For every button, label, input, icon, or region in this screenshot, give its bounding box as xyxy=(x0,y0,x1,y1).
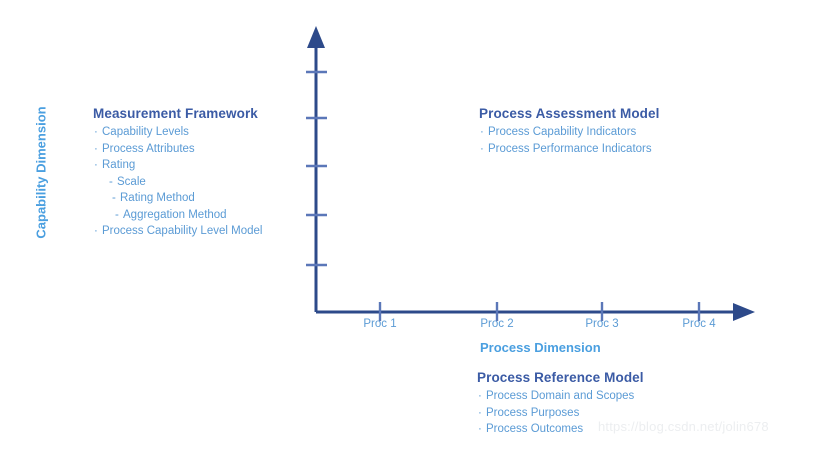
list-item-label: Process Outcomes xyxy=(486,423,584,435)
list-item: · Process Capability Indicators xyxy=(479,124,659,141)
list-item: · Capability Levels xyxy=(93,124,262,141)
watermark: https://blog.csdn.net/jolin678 xyxy=(598,419,769,434)
bullet-mark: - xyxy=(112,192,116,204)
bullet-mark: - xyxy=(115,208,119,221)
list-item-label: Process Capability Level Model xyxy=(102,225,263,237)
bullet-mark: · xyxy=(94,126,98,138)
list-item: · Rating xyxy=(93,157,262,174)
list-item-label: Process Capability Indicators xyxy=(488,126,637,138)
measurement-framework-block: Measurement Framework · Capability Levels… xyxy=(93,106,262,240)
y-axis-arrowhead xyxy=(307,26,325,48)
process-assessment-model-title: Process Assessment Model xyxy=(479,106,660,121)
list-item: · Process Performance Indicators xyxy=(479,141,659,158)
bullet-mark: · xyxy=(94,159,98,171)
list-item-label: Capability Levels xyxy=(102,126,189,138)
list-item: -Aggregation Method xyxy=(93,207,262,224)
x-tick-label-proc-2: Proc 2 xyxy=(480,318,514,330)
bullet-mark: · xyxy=(478,406,482,419)
list-item-label: Process Domain and Scopes xyxy=(486,390,635,402)
list-item-label: Process Performance Indicators xyxy=(488,142,652,155)
process-reference-model-block: Process Reference Model · Process Domain … xyxy=(477,370,644,438)
list-item: · Process Outcomes xyxy=(477,421,644,438)
list-item: -Rating Method xyxy=(93,190,262,207)
bullet-mark: · xyxy=(480,126,484,138)
list-item: · Process Domain and Scopes xyxy=(477,388,644,405)
x-tick-label-proc-4: Proc 4 xyxy=(682,318,716,330)
bullet-mark: · xyxy=(94,225,98,237)
bullet-mark: · xyxy=(94,142,98,155)
bullet-mark: · xyxy=(478,423,482,435)
list-item: · Process Capability Level Model xyxy=(93,223,262,240)
x-tick-label-proc-1: Proc 1 xyxy=(363,318,397,330)
list-item-label: Rating Method xyxy=(120,192,195,204)
y-axis-title: Capability Dimension xyxy=(33,106,49,239)
x-axis-arrowhead xyxy=(733,303,755,321)
bullet-mark: - xyxy=(109,175,113,188)
list-item-label: Aggregation Method xyxy=(123,208,227,221)
x-axis-title: Process Dimension xyxy=(480,340,601,355)
process-reference-model-title: Process Reference Model xyxy=(477,370,644,385)
list-item-label: Scale xyxy=(117,175,146,188)
list-item-label: Process Purposes xyxy=(486,406,580,419)
x-tick-label-proc-3: Proc 3 xyxy=(585,318,619,330)
process-assessment-model-block: Process Assessment Model · Process Capabi… xyxy=(479,106,659,157)
list-item-label: Process Attributes xyxy=(102,142,195,155)
list-item: · Process Attributes xyxy=(93,141,262,158)
list-item: · Process Purposes xyxy=(477,405,644,422)
list-item-label: Rating xyxy=(102,159,136,171)
measurement-framework-title: Measurement Framework xyxy=(93,106,258,121)
list-item: -Scale xyxy=(93,174,262,191)
bullet-mark: · xyxy=(478,390,482,402)
bullet-mark: · xyxy=(480,142,484,155)
